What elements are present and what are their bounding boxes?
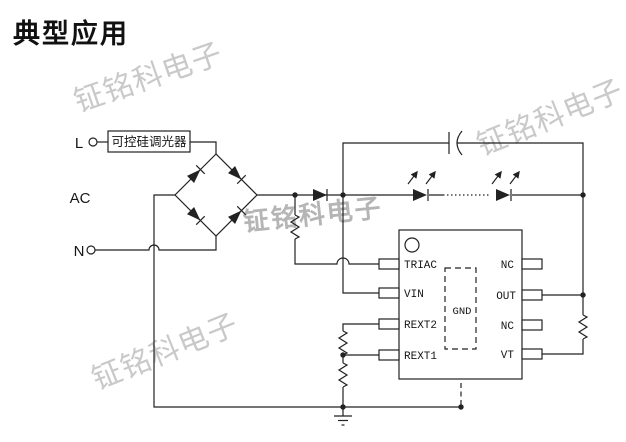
live-terminal-node (88, 137, 98, 147)
ic-body (398, 229, 523, 380)
pin-stub-nc1 (521, 258, 543, 270)
ac-label: AC (70, 190, 91, 207)
led-arrow-icon (509, 170, 520, 185)
dimmer-label: 可控硅调光器 (111, 134, 187, 149)
ground-pad-outline (444, 267, 477, 350)
bridge-diode-bottom-right (228, 205, 247, 224)
resistor-vt-sense (577, 314, 589, 340)
junction-dot (292, 192, 298, 198)
ground-symbol-icon (334, 407, 352, 426)
wire-top-rail-left (342, 142, 449, 195)
wires (95, 141, 584, 408)
led-arrow-icon (491, 170, 502, 185)
junction-dot (580, 292, 586, 298)
pin-label-vin: VIN (404, 289, 424, 301)
bridge-diode-top-right (228, 166, 247, 185)
pin-label-rext1: REXT1 (404, 351, 437, 363)
pin-stub-rext1 (378, 349, 400, 361)
pin-stub-out (521, 289, 543, 301)
ground-pad-label: GND (453, 306, 472, 318)
resistor-rext2 (337, 330, 349, 356)
pin-label-out: OUT (496, 291, 516, 303)
series-diode (313, 189, 328, 201)
pin-label-vt: VT (501, 350, 515, 362)
junction-dot (340, 352, 346, 358)
driver-ic: TRIAC VIN REXT2 REXT1 NC OUT NC VT GND (378, 229, 543, 380)
bridge-diode-top-left (187, 164, 206, 183)
junction-dot (580, 192, 586, 198)
wire-triac-with-hop (294, 195, 379, 265)
pin-label-nc1: NC (501, 260, 515, 272)
input-terminals: L AC N (70, 135, 98, 260)
wire-vin (342, 195, 379, 294)
wire-top-rail-right (457, 142, 584, 315)
live-label: L (75, 135, 83, 152)
pin-stub-rext2 (378, 318, 400, 330)
pin-label-nc2: NC (501, 321, 515, 333)
resistor-rext1 (337, 362, 349, 388)
junction-dot (458, 404, 464, 410)
triac-dimmer: 可控硅调光器 (107, 130, 191, 153)
pin-stub-vt (521, 348, 543, 360)
capacitor-plate-right (456, 130, 463, 156)
neutral-terminal-node (86, 245, 96, 255)
led-string (407, 170, 520, 201)
wire-dimmer-to-bridge (190, 141, 217, 154)
resistors (289, 214, 589, 388)
bridge-rectifier (174, 153, 258, 237)
pin-stub-triac (378, 258, 400, 270)
pin1-marker-icon (404, 237, 420, 253)
neutral-label: N (74, 243, 85, 260)
junction-dot (340, 192, 346, 198)
bridge-diode-bottom-left (187, 207, 206, 226)
junction-dot (340, 404, 346, 410)
dimmer-box (107, 130, 191, 153)
capacitor (448, 130, 463, 156)
led-2 (496, 189, 512, 201)
wire-neutral-to-bridge (95, 236, 217, 251)
wire-rext2 (342, 323, 379, 331)
wire-vt (542, 339, 584, 355)
led-arrow-icon (425, 170, 436, 185)
page-title: 典型应用 (13, 19, 129, 50)
led-1 (413, 189, 429, 201)
led-arrow-icon (407, 170, 418, 185)
bridge-diamond (174, 153, 258, 237)
pin-stub-vin (378, 287, 400, 299)
led-emission-arrows (407, 170, 520, 185)
pin-label-rext2: REXT2 (404, 320, 437, 332)
pin-stub-nc2 (521, 319, 543, 331)
junction-dots (292, 192, 586, 410)
pin-label-triac: TRIAC (404, 260, 437, 272)
wire-bridge-neg-to-ground-rail (153, 194, 460, 408)
resistor-bleeder-triac (289, 214, 301, 240)
